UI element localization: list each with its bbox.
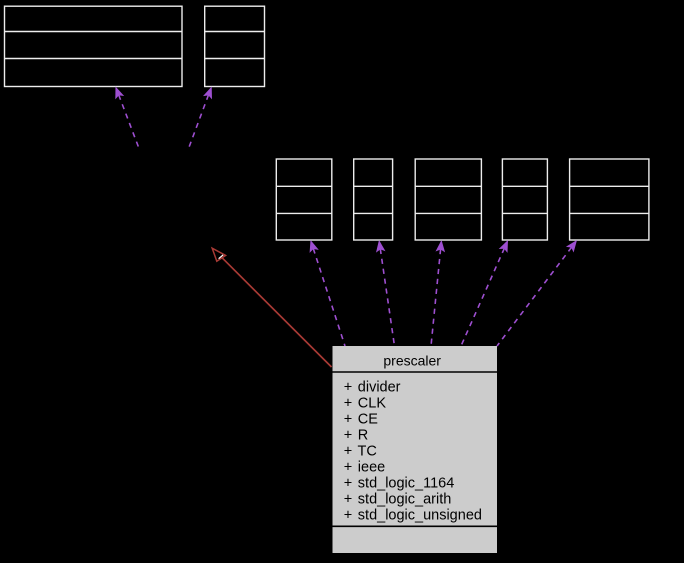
svg-text:prescaler: prescaler <box>383 353 441 369</box>
svg-text:+ std_logic_unsigned: + std_logic_unsigned <box>344 508 482 524</box>
svg-text:+ TC: + TC <box>344 444 377 460</box>
svg-text:+ CE: + CE <box>344 412 378 428</box>
svg-text:+ R: + R <box>344 428 368 444</box>
svg-text:+ ieee: + ieee <box>344 460 385 476</box>
svg-text:+ std_logic_1164: + std_logic_1164 <box>344 476 454 492</box>
svg-text:+ divider: + divider <box>344 380 401 396</box>
svg-text:+ CLK: + CLK <box>344 396 387 412</box>
svg-text:+ std_logic_arith: + std_logic_arith <box>344 492 452 508</box>
